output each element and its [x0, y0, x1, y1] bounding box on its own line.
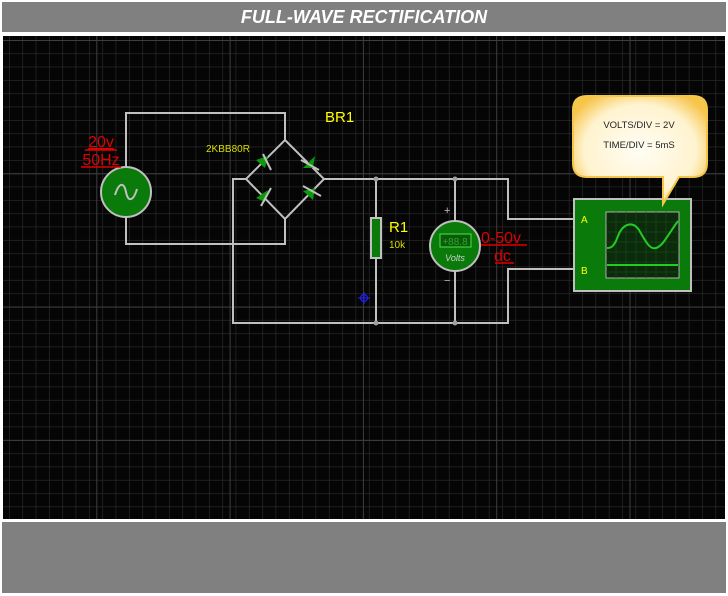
voltmeter-display	[439, 233, 472, 248]
voltmeter-plus-terminal: +	[444, 205, 450, 217]
callout-bubble	[572, 95, 708, 208]
junction-dot	[373, 320, 379, 326]
junction-dot	[452, 176, 458, 182]
source-voltage-label: 20v	[88, 134, 114, 151]
voltmeter-minus-terminal: −	[444, 275, 450, 287]
bridge-rectifier[interactable]	[244, 138, 326, 221]
voltmeter-dc-label: dc	[494, 248, 511, 265]
voltmeter-range-label: 0-50v	[481, 230, 521, 247]
crosshair-marker-icon	[358, 292, 370, 304]
diode-icon	[302, 185, 322, 200]
channel-a-label: A	[581, 215, 588, 226]
wire-source-bottom	[125, 209, 286, 245]
settings-callout: VOLTS/DIV = 2V TIME/DIV = 5mS	[572, 95, 708, 208]
ac-source[interactable]	[100, 166, 152, 218]
volts-per-div-label: VOLTS/DIV = 2V	[603, 120, 675, 131]
voltmeter-unit: Volts	[445, 253, 465, 263]
junctions	[373, 176, 458, 326]
source-frequency-label: 50Hz	[82, 152, 119, 169]
resistor-r1[interactable]	[370, 217, 382, 259]
wire-source-top	[125, 112, 286, 188]
sine-wave-icon	[114, 183, 138, 201]
footer-panel	[2, 522, 726, 593]
oscilloscope-screen	[605, 211, 680, 279]
time-per-div-label: TIME/DIV = 5mS	[603, 140, 675, 151]
voltmeter-reading: +88.8	[442, 237, 468, 248]
scope-trace-a	[606, 220, 679, 250]
oscilloscope[interactable]: A B	[573, 198, 692, 292]
bridge-ref-label: BR1	[325, 109, 354, 126]
voltmeter[interactable]: +88.8 Volts	[429, 220, 481, 272]
resistor-value-label: 10k	[389, 240, 406, 251]
resistor-ref-label: R1	[389, 219, 408, 236]
wires	[125, 112, 578, 324]
diode-icon	[300, 156, 320, 171]
page-title: FULL-WAVE RECTIFICATION	[2, 2, 726, 32]
schematic-canvas[interactable]: 20v 50Hz BR1 2KBB80R	[3, 36, 725, 519]
bridge-part-label: 2KBB80R	[206, 144, 250, 155]
diode-icon	[256, 187, 272, 207]
channel-b-label: B	[581, 266, 588, 277]
schematic-svg: 20v 50Hz BR1 2KBB80R	[3, 36, 725, 519]
wire-positive-rail	[324, 178, 578, 220]
scope-graticule	[606, 212, 679, 278]
wire-negative-rail	[232, 178, 578, 324]
junction-dot	[452, 320, 458, 326]
junction-dot	[373, 176, 379, 182]
diode-icon	[256, 153, 272, 171]
